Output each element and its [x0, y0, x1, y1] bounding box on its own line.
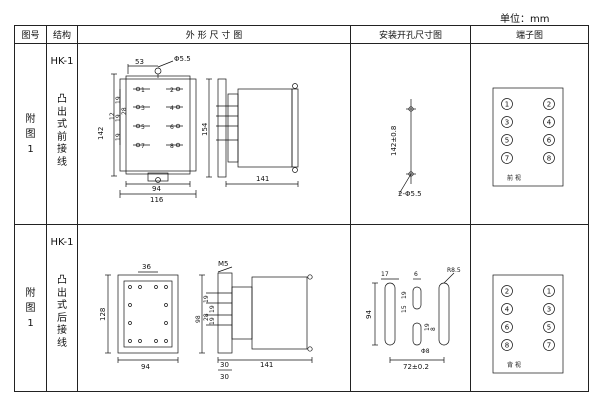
pin-1: 1 [141, 87, 145, 94]
dim-r: R8.5 [447, 267, 461, 274]
dim-19c: 19 [115, 133, 122, 141]
dim-spacing: 142±0.8 [390, 126, 398, 156]
structure-cell: HK-1 凸出式前接线 [46, 43, 78, 225]
mounting-drawing-front: 142±0.8 2-Φ5.5 [350, 43, 471, 225]
terminal-drawing-front: 1 3 5 7 2 4 6 8 前 视 [470, 43, 589, 225]
mounting-drawing-rear: 17 6 R8.5 94 19 15 19 8 Φ8 72±0.2 [350, 224, 471, 392]
pin-8: 8 [170, 143, 174, 150]
fig-number-cell: 附 图 1 [14, 43, 47, 225]
model-name: HK-1 [50, 237, 74, 248]
dim-30a: 30 [220, 361, 229, 369]
dim-141: 141 [260, 361, 273, 369]
terminal-7: 7 [505, 155, 509, 163]
dim-top-width: 53 [135, 58, 144, 66]
terminal-4: 4 [505, 306, 510, 314]
dim-94: 94 [365, 310, 373, 319]
dim-116: 116 [150, 196, 164, 204]
terminal-1: 1 [505, 101, 509, 109]
pin-4: 4 [170, 105, 174, 112]
dim-phi8: Φ8 [421, 348, 430, 355]
mounting-svg-rear: 17 6 R8.5 94 19 15 19 8 Φ8 72±0.2 [365, 267, 461, 371]
outline-drawing-rear: 36 128 94 M5 98 19 19 19 28 30 141 30 [77, 224, 351, 392]
fig-number-cell: 附 图 1 [14, 224, 47, 392]
dim-19a: 19 [401, 291, 408, 299]
structure-text: 凸出式后接线 [57, 275, 67, 349]
model-name: HK-1 [50, 56, 74, 67]
dim-94: 94 [152, 185, 161, 193]
unit-label: 单位：mm [500, 14, 550, 25]
terminal-2: 2 [547, 101, 551, 109]
dim-19c: 19 [209, 317, 216, 325]
mounting-svg-front: 142±0.8 2-Φ5.5 [390, 99, 422, 198]
pin-5: 5 [141, 124, 145, 131]
dim-98: 98 [195, 315, 202, 323]
view-caption: 前 视 [507, 174, 521, 182]
dim-6: 6 [414, 271, 418, 278]
header-outline: 外 形 尺 寸 图 [77, 25, 351, 44]
terminal-6: 6 [547, 137, 552, 145]
dim-19b: 19 [209, 305, 216, 313]
header-terminal: 端子图 [470, 25, 589, 44]
pin-3: 3 [141, 105, 145, 112]
dim-28: 28 [121, 107, 128, 115]
outline-svg-front: 53 Φ5.5 142 12 19 19 19 28 1 2 3 4 5 6 7… [97, 55, 299, 204]
view-caption: 背 视 [507, 361, 521, 369]
dim-30b: 30 [220, 373, 229, 381]
dim-8: 8 [430, 327, 437, 331]
terminal-2: 2 [505, 288, 509, 296]
terminal-1: 1 [547, 288, 551, 296]
terminal-3: 3 [547, 306, 551, 314]
terminal-3: 3 [505, 119, 509, 127]
pin-2: 2 [170, 87, 174, 94]
structure-cell: HK-1 凸出式后接线 [46, 224, 78, 392]
dim-17: 17 [381, 271, 389, 278]
dim-19b: 19 [115, 114, 122, 122]
dim-94: 94 [141, 363, 150, 371]
header-mounting: 安装开孔尺寸图 [350, 25, 471, 44]
spec-table: 图号 结构 外 形 尺 寸 图 安装开孔尺寸图 端子图 附 图 1 HK-1 凸… [14, 25, 589, 392]
pin-6: 6 [170, 124, 174, 131]
terminal-svg-rear: 2 4 6 8 1 3 5 7 背 视 [492, 274, 564, 374]
outline-drawing-front: 53 Φ5.5 142 12 19 19 19 28 1 2 3 4 5 6 7… [77, 43, 351, 225]
dim-hole-dia: Φ5.5 [174, 55, 191, 63]
terminal-4: 4 [547, 119, 552, 127]
dim-12: 12 [109, 112, 116, 120]
terminal-5: 5 [505, 137, 509, 145]
terminal-8: 8 [547, 155, 551, 163]
dim-142: 142 [97, 127, 105, 140]
dim-141: 141 [256, 175, 269, 183]
terminal-8: 8 [505, 342, 509, 350]
terminal-svg-front: 1 3 5 7 2 4 6 8 前 视 [492, 87, 564, 187]
dim-72: 72±0.2 [403, 363, 429, 371]
dim-19b: 19 [424, 323, 431, 331]
header-structure: 结构 [46, 25, 78, 44]
pin-7: 7 [141, 143, 145, 150]
dim-15: 15 [401, 305, 408, 313]
terminal-5: 5 [547, 324, 551, 332]
dim-top-width: 36 [142, 263, 151, 271]
dim-19a: 19 [203, 295, 210, 303]
header-fig-no: 图号 [14, 25, 47, 44]
structure-text: 凸出式前接线 [57, 94, 67, 168]
dim-128: 128 [99, 308, 107, 321]
table-row: 附 图 1 HK-1 凸出式前接线 [14, 43, 589, 225]
terminal-6: 6 [505, 324, 510, 332]
dim-154: 154 [201, 122, 209, 136]
dim-19a: 19 [115, 96, 122, 104]
terminal-drawing-rear: 2 4 6 8 1 3 5 7 背 视 [470, 224, 589, 392]
outline-svg-rear: 36 128 94 M5 98 19 19 19 28 30 141 30 [99, 260, 313, 381]
dim-holes: 2-Φ5.5 [398, 190, 422, 198]
dim-28: 28 [203, 313, 210, 321]
terminal-7: 7 [547, 342, 551, 350]
dim-m5: M5 [218, 260, 229, 268]
header-row: 图号 结构 外 形 尺 寸 图 安装开孔尺寸图 端子图 [14, 25, 589, 44]
table-row: 附 图 1 HK-1 凸出式后接线 [14, 224, 589, 392]
